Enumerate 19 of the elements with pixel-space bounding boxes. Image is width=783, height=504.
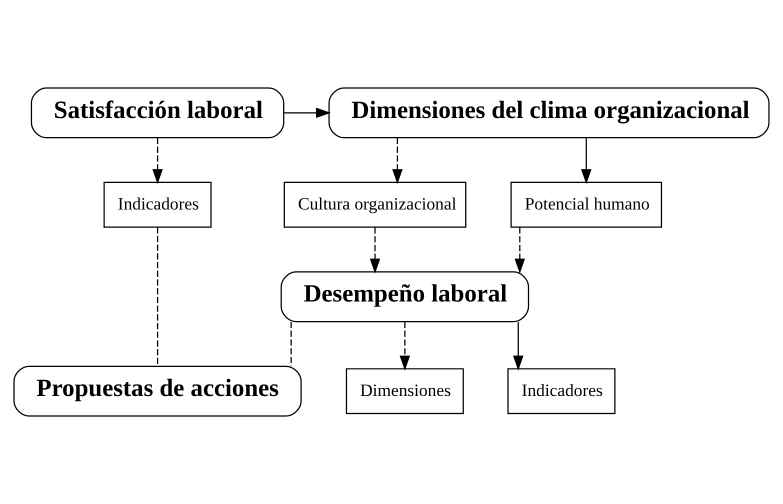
node-box: Cultura organizacional [284, 182, 466, 228]
node-box: Propuestas de acciones [13, 366, 302, 417]
node-box: Indicadores [104, 182, 212, 228]
node-box: Dimensiones [346, 368, 464, 414]
node-box: Dimensiones del clima organizacional [328, 87, 770, 138]
node-box: Desempeño laboral [280, 271, 530, 322]
arrow [400, 322, 410, 371]
node-box: Indicadores [507, 368, 616, 414]
arrow [581, 138, 592, 184]
arrow [392, 138, 403, 184]
connector [156, 227, 158, 366]
connector [290, 322, 292, 366]
arrow [370, 228, 380, 274]
arrow [284, 108, 331, 118]
node-box: Potencial humano [510, 182, 662, 228]
arrow [513, 322, 524, 371]
arrow [152, 138, 163, 184]
node-box: Satisfacción laboral [30, 87, 284, 138]
arrow [514, 228, 526, 274]
